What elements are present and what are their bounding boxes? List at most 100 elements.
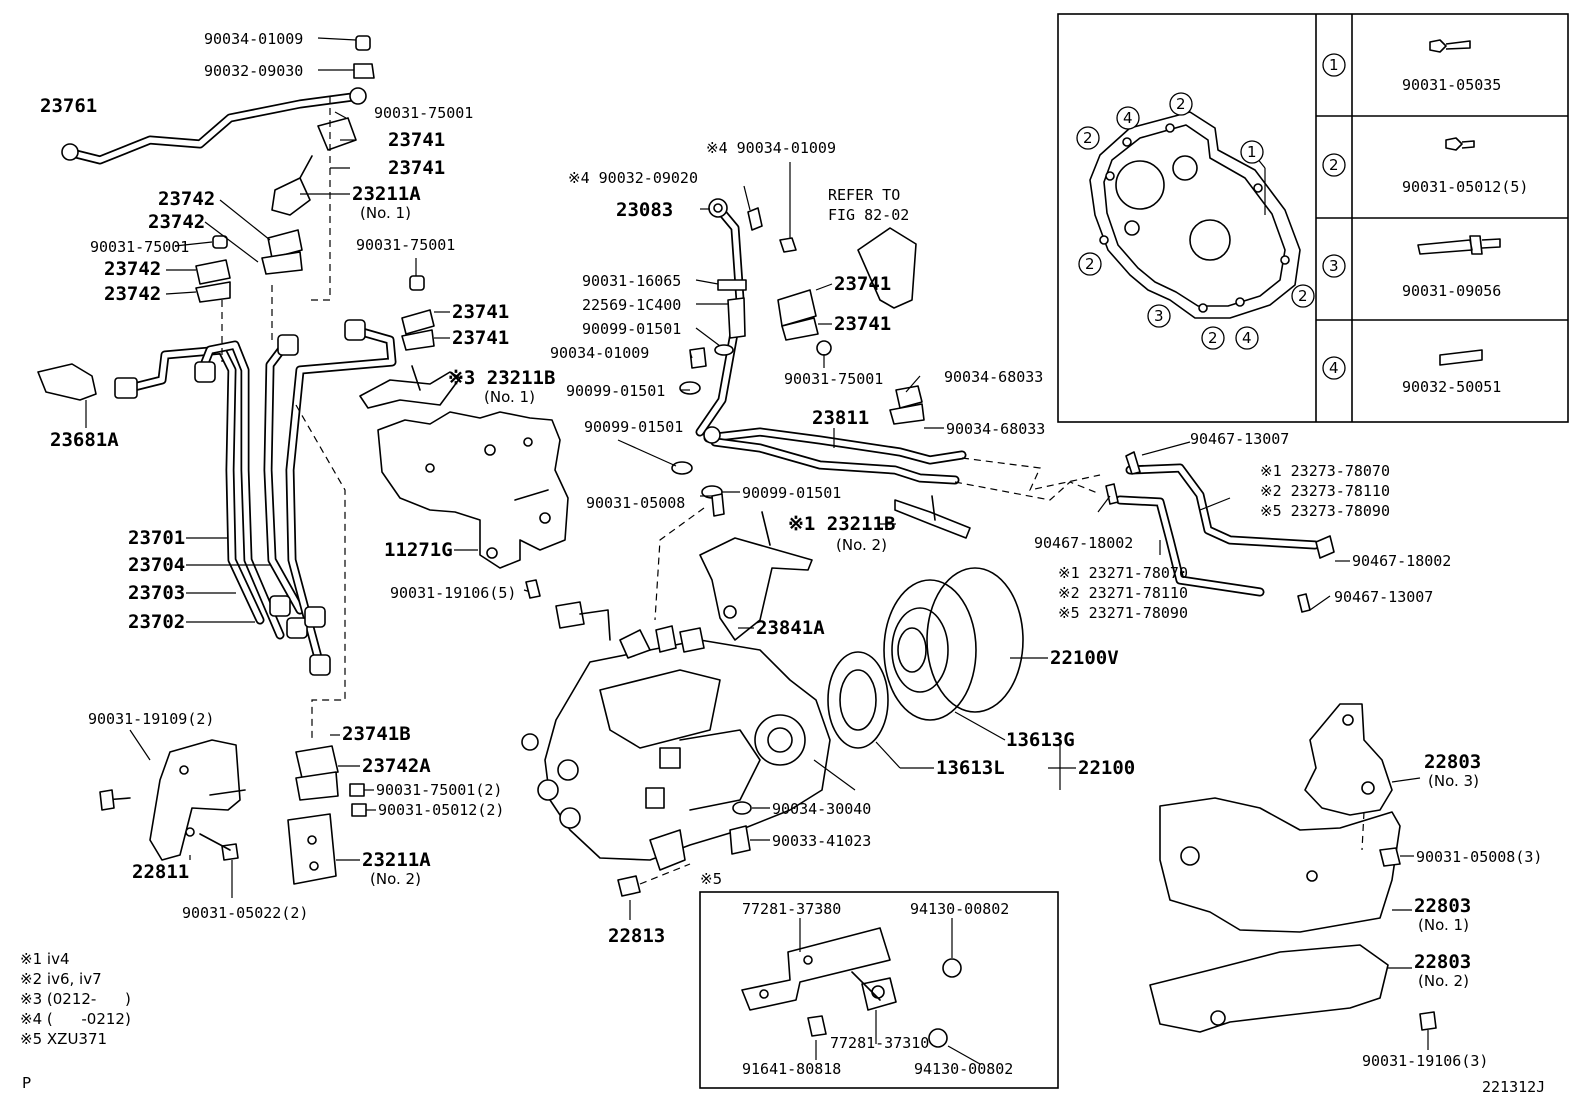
label-90031-16065: 90031-16065: [582, 272, 681, 290]
figure-code: 221312J: [1482, 1078, 1545, 1096]
svg-text:※5 XZU371: ※5 XZU371: [20, 1030, 107, 1048]
pump-fittings: [617, 801, 770, 920]
svg-text:4: 4: [1123, 109, 1133, 127]
label-23083: 23083: [616, 199, 673, 221]
label-23681A: 23681A: [50, 429, 119, 451]
svg-text:※1 iv4: ※1 iv4: [20, 950, 70, 968]
bracket-22803-no1: [1159, 797, 1401, 933]
label-23273-78070: ※1 23273-78070: [1260, 462, 1390, 480]
label-23811: 23811: [812, 407, 869, 429]
svg-text:1: 1: [1329, 56, 1339, 74]
svg-text:2: 2: [1208, 329, 1218, 347]
bracket-22811: [149, 739, 241, 861]
injection-pipes: [37, 87, 397, 676]
label-22813: 22813: [608, 925, 665, 947]
svg-text:90031-09056: 90031-09056: [1402, 282, 1501, 300]
label-23742-a: 23742: [158, 188, 215, 210]
fuel-hoses: [1097, 441, 1350, 613]
label-22803-no2: 22803: [1414, 951, 1471, 973]
svg-text:2: 2: [1298, 287, 1308, 305]
label-90034-01009-m: ※4 90034-01009: [706, 139, 836, 157]
label-11271G: 11271G: [384, 539, 453, 561]
middle-leaders: [617, 162, 1101, 621]
label-90031-05012-2: 90031-05012(2): [378, 801, 504, 819]
label-22569-1C400: 22569-1C400: [582, 296, 681, 314]
label-90467-13007-a: 90467-13007: [1190, 430, 1289, 448]
label-22100V: 22100V: [1050, 647, 1119, 669]
svg-text:※4 ( -0212): ※4 ( -0212): [20, 1010, 131, 1028]
lower-left-brackets: [99, 579, 541, 898]
label-90467-18002-a: 90467-18002: [1034, 534, 1133, 552]
label-23741-f: 23741: [834, 313, 891, 335]
label-90031-75001-c: 90031-75001: [356, 236, 455, 254]
label-22803-no3-sub: (No. 3): [1428, 772, 1479, 790]
label-22100: 22100: [1078, 757, 1135, 779]
legend-row-2: 2 90031-05012(5): [1322, 137, 1528, 196]
svg-text:2: 2: [1176, 95, 1186, 113]
cover-11271G: [377, 411, 569, 569]
label-23273-78090: ※5 23273-78090: [1260, 502, 1390, 520]
label-90031-75001-a: 90031-75001: [374, 104, 473, 122]
label-23211A-1: 23211A: [352, 183, 421, 205]
sensor-23681A: [37, 363, 97, 401]
label-23741-d: 23741: [452, 327, 509, 349]
label-22803-no1: 22803: [1414, 895, 1471, 917]
footnotes: ※1 iv4 ※2 iv6, iv7 ※3 (0212- ) ※4 ( -021…: [20, 950, 1545, 1096]
legend-row-1: 1 90031-05035: [1322, 39, 1501, 94]
label-77281-37310: 77281-37310: [830, 1034, 929, 1052]
part-labels: 90034-01009 90032-09030 23761 90031-7500…: [40, 30, 1542, 1078]
corner-mark: P: [22, 1074, 31, 1092]
label-23702: 23702: [128, 611, 185, 633]
label-90467-18002-b: 90467-18002: [1352, 552, 1451, 570]
label-13613L: 13613L: [936, 757, 1005, 779]
label-23742A: 23742A: [362, 755, 431, 777]
svg-text:90032-50051: 90032-50051: [1402, 378, 1501, 396]
svg-text:3: 3: [1329, 257, 1339, 275]
svg-text:1: 1: [1247, 143, 1257, 161]
label-23211B-2: ※1 23211B: [788, 513, 895, 535]
label-23211B-2-sub: (No. 2): [836, 536, 887, 554]
label-90099-01501-d: 90099-01501: [742, 484, 841, 502]
label-90034-01009-b: 90034-01009: [550, 344, 649, 362]
label-90031-05008-a: 90031-05008: [586, 494, 685, 512]
label-23211A-2-sub: (No. 2): [370, 870, 421, 888]
label-23742-d: 23742: [104, 283, 161, 305]
label-xzu-mark: ※5: [700, 870, 722, 888]
gasket-inset: 1 2 2 2 2 4 2 3 4 1 90031-05035 2 90031-…: [1057, 13, 1569, 423]
refer-line-1: REFER TO: [828, 186, 900, 204]
label-90031-75001-b: 90031-75001: [90, 238, 189, 256]
legend-row-4: 4 90032-50051: [1322, 349, 1501, 396]
label-90099-01501-c: 90099-01501: [584, 418, 683, 436]
label-23211B-1-sub: (No. 1): [484, 388, 535, 406]
bracket-22803-no2: [1149, 944, 1389, 1033]
label-23703: 23703: [128, 582, 185, 604]
svg-text:90031-05035: 90031-05035: [1402, 76, 1501, 94]
label-90031-05008-3: 90031-05008(3): [1416, 848, 1542, 866]
svg-text:4: 4: [1242, 329, 1252, 347]
label-23742-b: 23742: [148, 211, 205, 233]
left-clamps: [195, 35, 435, 351]
svg-text:2: 2: [1083, 129, 1093, 147]
label-90032-09030: 90032-09030: [204, 62, 303, 80]
gasket-callouts: 1 2 2 2 2 4 2 3 4: [1076, 92, 1315, 350]
label-90031-19106-5: 90031-19106(5): [390, 584, 516, 602]
right-brackets: [1149, 703, 1437, 1050]
svg-text:4: 4: [1329, 359, 1339, 377]
svg-text:2: 2: [1329, 156, 1339, 174]
label-22803-no1-sub: (No. 1): [1418, 916, 1469, 934]
label-23761: 23761: [40, 95, 97, 117]
label-22811: 22811: [132, 861, 189, 883]
svg-text:90031-05012(5): 90031-05012(5): [1402, 178, 1528, 196]
label-23271-78070: ※1 23271-78070: [1058, 564, 1188, 582]
label-23211A-1-sub: (No. 1): [360, 204, 411, 222]
label-23741B: 23741B: [342, 723, 411, 745]
label-23741-e: 23741: [834, 273, 891, 295]
refer-line-2: FIG 82-02: [828, 206, 909, 224]
svg-text:※3 (0212- ): ※3 (0212- ): [20, 990, 131, 1008]
fuel-lines: [671, 198, 967, 517]
label-90031-19106-3: 90031-19106(3): [1362, 1052, 1488, 1070]
label-23841A: 23841A: [756, 617, 825, 639]
label-90031-75001-2: 90031-75001(2): [376, 781, 502, 799]
label-23211A-2: 23211A: [362, 849, 431, 871]
